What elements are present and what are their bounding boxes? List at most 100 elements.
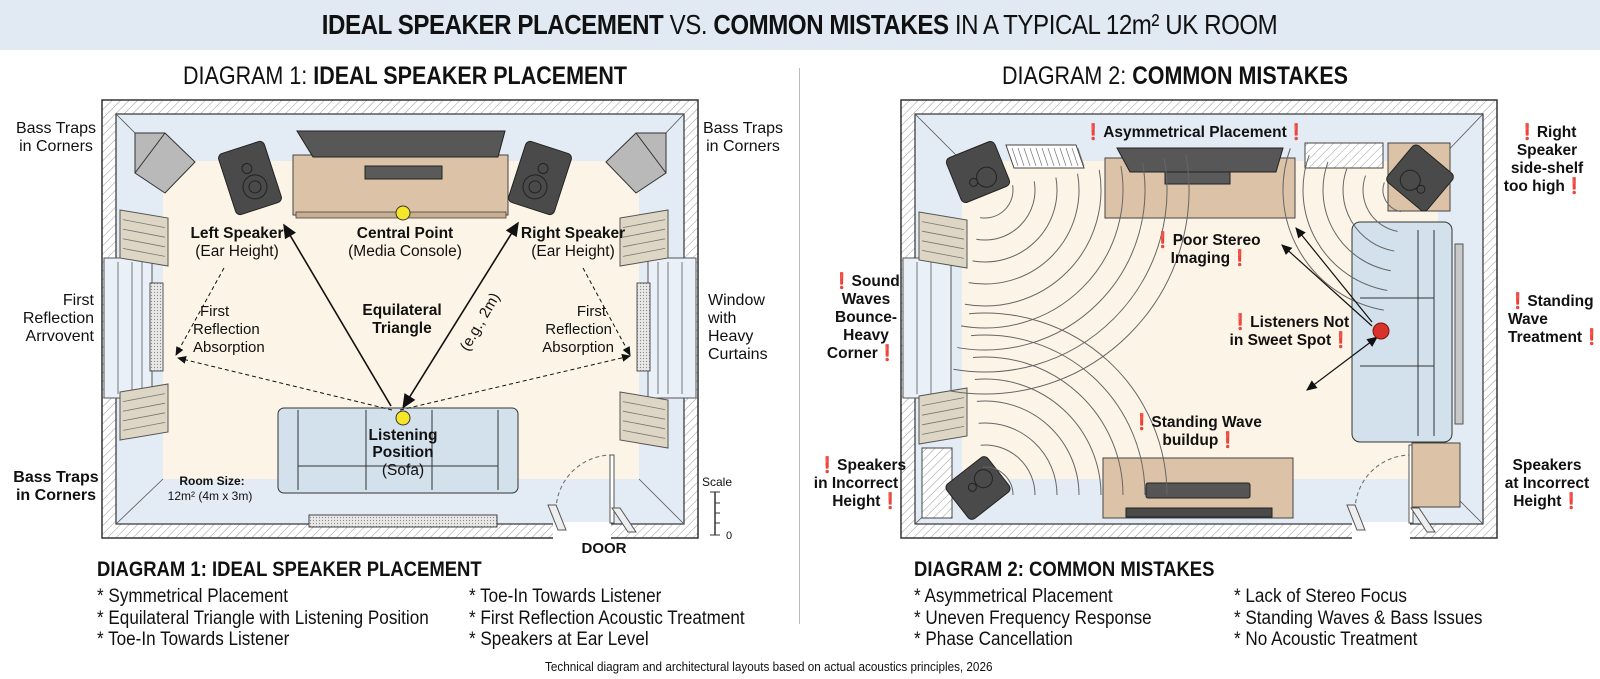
- reflection-line-left-1: [175, 267, 225, 356]
- arrow-sweet-spot: [1306, 336, 1378, 391]
- sound-wave-arc: [1342, 168, 1395, 252]
- acoustic-panel-left-top: [119, 209, 169, 267]
- cabinet-bottom-right: [1411, 442, 1461, 508]
- summary-item: * First Reflection Acoustic Treatment: [469, 607, 745, 629]
- page-title: IDEAL SPEAKER PLACEMENT VS. COMMON MISTA…: [322, 9, 1278, 41]
- radiator-top-left: [1005, 144, 1085, 169]
- door-opening-2: [1352, 522, 1410, 540]
- alert-icon: ❗: [832, 271, 851, 290]
- label-door: DOOR: [582, 540, 627, 557]
- sound-wave-arc: [957, 162, 1146, 351]
- diagram2-summary-title: DIAGRAM 2: COMMON MISTAKES: [914, 558, 1215, 581]
- summary-item: * Speakers at Ear Level: [469, 629, 649, 650]
- bass-trap-top-right: [605, 132, 667, 194]
- scale-bar: [710, 491, 720, 536]
- title-banner: IDEAL SPEAKER PLACEMENT VS. COMMON MISTA…: [0, 0, 1600, 50]
- sound-wave-arc: [980, 185, 1014, 219]
- window-left-2: [902, 257, 952, 399]
- sofa: [277, 407, 519, 494]
- speaker-top-left: [945, 141, 1011, 203]
- alert-icon: ❗: [1518, 122, 1537, 141]
- sound-wave-arc: [1382, 182, 1402, 213]
- label-room-size: Room Size:: [179, 474, 244, 488]
- diagram2-heading: DIAGRAM 2: COMMON MISTAKES: [990, 62, 1360, 91]
- sound-wave-arc: [960, 165, 1124, 329]
- sound-wave-arc: [968, 173, 1080, 285]
- absorber-right: [636, 282, 651, 372]
- alert-icon: ❗: [1084, 122, 1103, 141]
- bass-trap-top-left: [134, 132, 196, 194]
- alert-icon: ❗: [1230, 248, 1249, 267]
- listener-marker: [1372, 322, 1390, 340]
- triangle-line-right: [402, 221, 519, 409]
- acoustic-panel-left-bottom: [119, 383, 169, 441]
- diagram1-heading-prefix: DIAGRAM 1:: [182, 62, 314, 90]
- diagram1-summary-col1: * Symmetrical Placement * Equilateral Tr…: [97, 586, 429, 651]
- diagram-divider: [799, 68, 800, 624]
- reflection-line-right-1: [582, 267, 631, 356]
- alert-icon: ❗: [1508, 291, 1527, 310]
- sound-wave-arc: [982, 466, 1014, 496]
- sound-wave-arc: [971, 334, 1146, 496]
- window-left: [103, 257, 153, 399]
- acoustic-panel-right-top: [619, 209, 669, 267]
- sound-wave-arc: [964, 169, 1102, 307]
- label-room-size-value: 12m² (4m x 3m): [168, 489, 253, 503]
- label-left-speaker: Left Speaker(Ear Height): [190, 225, 283, 260]
- sound-wave-arc: [972, 356, 1124, 496]
- diagram2-summary-col1: * Asymmetrical Placement * Uneven Freque…: [914, 586, 1152, 651]
- window-right: [647, 257, 697, 399]
- sound-wave-arc: [1362, 175, 1398, 232]
- bottom-console: [1102, 457, 1294, 519]
- alert-icon: ❗: [818, 455, 837, 474]
- door-opening: [553, 522, 611, 540]
- diagram1-summary-col2: * Toe-In Towards Listener * First Reflec…: [469, 586, 745, 651]
- summary-item: * Asymmetrical Placement: [914, 586, 1113, 607]
- acoustic-panels-2: [918, 211, 968, 445]
- sound-wave-arc: [976, 181, 1036, 241]
- alert-icon: ❗: [1218, 430, 1237, 449]
- acoustic-panel-left-top-2: [918, 211, 968, 269]
- summary-item: * Symmetrical Placement: [97, 586, 289, 607]
- footer-caption: Technical diagram and architectural layo…: [545, 659, 993, 674]
- summary-item: * Uneven Frequency Response: [914, 607, 1152, 629]
- arrow-to-console-1: [1295, 227, 1373, 323]
- alert-icon: ❗: [1231, 312, 1250, 331]
- diagram1-summary-title: DIAGRAM 1: IDEAL SPEAKER PLACEMENT: [97, 558, 482, 581]
- label-central-point: Central Point(Media Console): [348, 225, 462, 260]
- sound-wave-arc: [980, 444, 1036, 496]
- summary-item: * Equilateral Triangle with Listening Po…: [97, 607, 429, 629]
- sound-wave-arc: [1302, 154, 1388, 291]
- alert-icon: ❗: [1582, 327, 1600, 346]
- label-right-speaker: Right Speaker(Ear Height): [521, 225, 625, 260]
- rug: [308, 514, 498, 528]
- diagram1-heading-title: IDEAL SPEAKER PLACEMENT: [313, 62, 628, 90]
- alert-icon: ❗: [878, 343, 897, 362]
- absorber-left: [149, 282, 164, 372]
- summary-item: * Toe-In Towards Listener: [97, 629, 290, 650]
- sound-wave-arc: [974, 378, 1102, 496]
- title-part-room: IN A TYPICAL 12m² UK ROOM: [949, 9, 1278, 40]
- left-speaker: [218, 140, 282, 216]
- acoustic-panel-left-bottom-2: [918, 387, 968, 445]
- label-scale-zero: 0: [726, 530, 732, 542]
- alert-icon: ❗: [1153, 230, 1172, 249]
- sound-wave-arc: [972, 177, 1058, 263]
- sound-wave-arc: [953, 158, 1168, 373]
- diagram2-heading-title: COMMON MISTAKES: [1132, 62, 1349, 90]
